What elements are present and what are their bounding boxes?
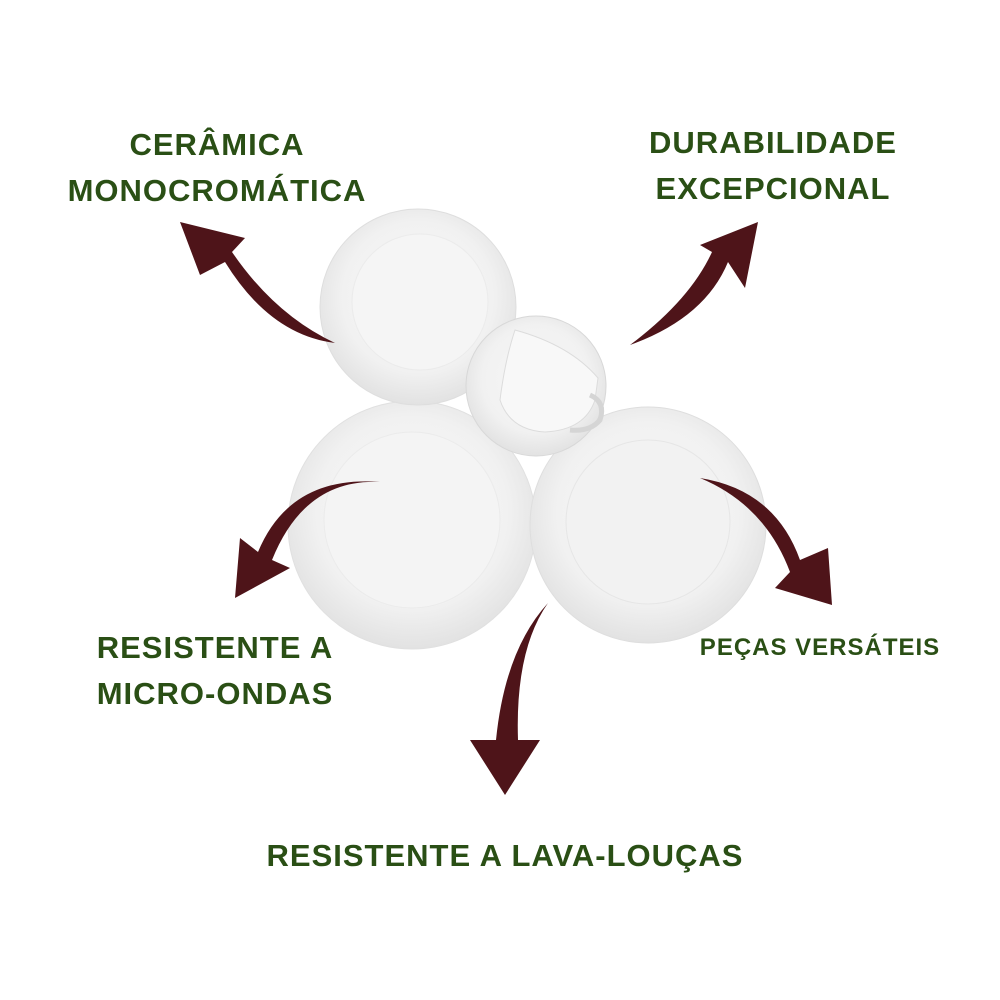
arrow-down-icon [470, 603, 548, 795]
soup-bowl [529, 406, 767, 644]
feature-durability: DURABILIDADE EXCEPCIONAL [649, 120, 897, 212]
feature-ceramic-line2: MONOCROMÁTICA [67, 173, 367, 208]
feature-microwave: RESISTENTE A MICRO-ONDAS [97, 625, 334, 717]
arrows [180, 222, 832, 795]
arrow-up-right-icon [630, 222, 758, 345]
dinner-plate [287, 400, 537, 650]
feature-ceramic: CERÂMICA MONOCROMÁTICA [68, 122, 367, 214]
feature-microwave-line2: MICRO-ONDAS [96, 676, 334, 711]
cup-and-saucer [465, 315, 607, 457]
feature-dishwasher: RESISTENTE A LAVA-LOUÇAS [267, 833, 744, 879]
feature-durability-line1: DURABILIDADE [649, 125, 897, 160]
arrow-down-right-icon [700, 478, 832, 605]
dessert-plate [319, 208, 517, 406]
feature-versatile-text: PEÇAS VERSÁTEIS [699, 634, 941, 661]
feature-durability-line2: EXCEPCIONAL [655, 171, 891, 206]
feature-versatile: PEÇAS VERSÁTEIS [700, 630, 940, 666]
arrow-down-left-icon [235, 481, 380, 598]
feature-microwave-line1: RESISTENTE A [96, 630, 334, 665]
feature-ceramic-line1: CERÂMICA [129, 127, 305, 162]
feature-dishwasher-text: RESISTENTE A LAVA-LOUÇAS [266, 838, 744, 873]
arrow-up-left-icon [180, 222, 335, 343]
